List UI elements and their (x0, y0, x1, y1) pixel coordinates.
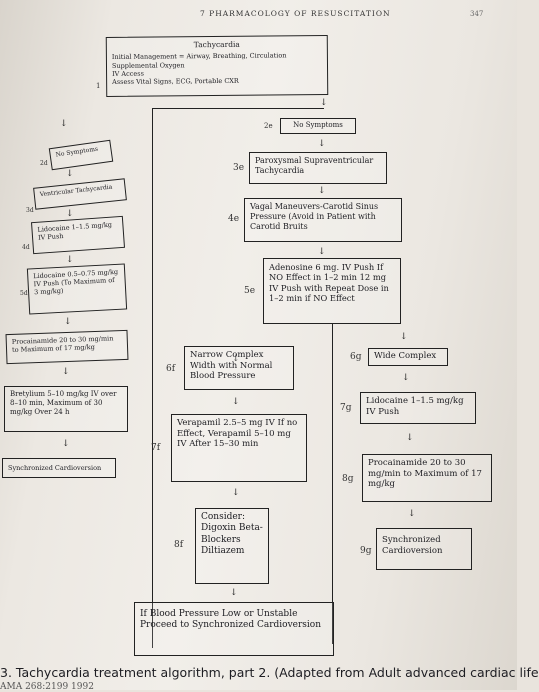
psvt-box: Paroxysmal Supraventricular Tachycardia (249, 152, 387, 184)
procainamide-right-text: Procainamide 20 to 30 mg/min to Maximum … (368, 458, 482, 490)
step-5d-label: 5d (20, 290, 28, 297)
step-1-label: 1 (96, 82, 101, 90)
lidocaine-right-text: Lidocaine 1–1.5 mg/kg IV Push (366, 396, 464, 417)
tachycardia-initial-box: Tachycardia Initial Management = Airway,… (105, 35, 329, 97)
arrow-down-icon: ↓ (318, 139, 326, 149)
step-7g-label: 7g (340, 403, 352, 413)
consider-text: Consider: Digoxin Beta-Blockers Diltiaze… (201, 512, 263, 556)
step-6f-label: 6f (166, 364, 176, 374)
adenosine-box: Adenosine 6 mg. IV Push If NO Effect in … (263, 258, 401, 324)
lidocaine-right-box: Lidocaine 1–1.5 mg/kg IV Push (360, 392, 476, 424)
arrow-down-icon: ↓ (318, 186, 326, 196)
synchronized-cardioversion-right-box: Synchronized Cardioversion (376, 528, 472, 570)
arrow-down-icon: ↓ (230, 588, 238, 598)
arrow-down-icon: ↓ (60, 119, 68, 129)
arrow-down-icon: ↓ (232, 488, 240, 498)
running-header: 7 PHARMACOLOGY OF RESUSCITATION (200, 9, 391, 18)
synchronized-cardioversion-left-box: Synchronized Cardioversion (2, 458, 116, 478)
adenosine-text: Adenosine 6 mg. IV Push If NO Effect in … (269, 262, 389, 304)
no-symptoms-right-box: No Symptoms (280, 118, 356, 134)
fg-divider (332, 324, 333, 644)
arrow-down-icon: ↓ (66, 255, 74, 265)
step-4e-label: 4e (228, 214, 240, 224)
lidocaine-left-box: Lidocaine 1–1.5 mg/kg IV Push (30, 215, 126, 255)
step-6g-label: 6g (350, 352, 362, 362)
arrow-down-icon: ↓ (62, 439, 70, 449)
unstable-bp-text: If Blood Pressure Low or Unstable Procee… (140, 609, 321, 631)
step-9g-label: 9g (360, 546, 372, 556)
step-8g-label: 8g (342, 474, 354, 484)
arrow-down-icon: ↓ (232, 397, 240, 407)
center-divider (152, 108, 153, 648)
consider-box: Consider: Digoxin Beta-Blockers Diltiaze… (195, 508, 269, 584)
top-connector (152, 108, 324, 109)
no-symptoms-right-text: No Symptoms (293, 121, 343, 129)
step-2d-label: 2d (40, 160, 48, 167)
step-8f-label: 8f (174, 540, 184, 550)
lidocaine-repeat-text: Lidocaine 0.5–0.75 mg/kg IV Push (To Max… (33, 267, 119, 297)
step-7f-label: 7f (151, 443, 161, 453)
bretylium-box: Bretylium 5–10 mg/kg IV over 8–10 min, M… (4, 386, 128, 432)
arrow-down-icon: ↓ (318, 247, 326, 257)
arrow-down-icon: ↓ (402, 373, 410, 383)
tachycardia-title: Tachycardia (193, 39, 240, 50)
arrow-down-icon: ↓ (232, 354, 240, 364)
no-symptoms-left-text: No Symptoms (55, 145, 99, 159)
arrow-down-icon: ↓ (64, 317, 72, 327)
arrow-down-icon: ↓ (66, 209, 74, 219)
synchronized-cardioversion-right-text: Synchronized Cardioversion (382, 535, 443, 556)
arrow-down-icon: ↓ (400, 332, 408, 342)
page-number: 347 (470, 10, 484, 18)
step-4d-label: 4d (22, 244, 30, 251)
arrow-down-icon: ↓ (408, 509, 416, 519)
step-5e-label: 5e (244, 286, 256, 296)
narrow-complex-text: Narrow Complex Width with Normal Blood P… (190, 350, 273, 382)
narrow-complex-box: Narrow Complex Width with Normal Blood P… (184, 346, 294, 390)
ventricular-tachycardia-text: Ventricular Tachycardia (39, 183, 113, 199)
synchronized-cardioversion-left-text: Synchronized Cardioversion (8, 464, 102, 472)
verapamil-text: Verapamil 2.5–5 mg IV If no Effect, Vera… (177, 418, 298, 450)
procainamide-left-text: Procainamide 20 to 30 mg/min to Maximum … (11, 334, 114, 355)
wide-complex-text: Wide Complex (374, 351, 437, 361)
figure-caption: 3. Tachycardia treatment algorithm, part… (0, 665, 539, 680)
unstable-bp-box: If Blood Pressure Low or Unstable Procee… (134, 602, 334, 656)
vagal-maneuvers-text: Vagal Maneuvers-Carotid Sinus Pressure (… (250, 202, 379, 231)
vagal-maneuvers-box: Vagal Maneuvers-Carotid Sinus Pressure (… (244, 198, 402, 242)
arrow-down-icon: ↓ (62, 367, 70, 377)
procainamide-right-box: Procainamide 20 to 30 mg/min to Maximum … (362, 454, 492, 502)
procainamide-left-box: Procainamide 20 to 30 mg/min to Maximum … (5, 329, 129, 365)
psvt-text: Paroxysmal Supraventricular Tachycardia (255, 156, 374, 175)
step-3e-label: 3e (233, 163, 245, 173)
arrow-down-icon: ↓ (320, 98, 328, 108)
lidocaine-left-text: Lidocaine 1–1.5 mg/kg IV Push (37, 220, 113, 242)
verapamil-box: Verapamil 2.5–5 mg IV If no Effect, Vera… (171, 414, 307, 482)
arrow-down-icon: ↓ (406, 433, 414, 443)
bretylium-text: Bretylium 5–10 mg/kg IV over 8–10 min, M… (10, 390, 117, 416)
wide-complex-box: Wide Complex (368, 348, 448, 366)
lidocaine-repeat-box: Lidocaine 0.5–0.75 mg/kg IV Push (To Max… (26, 263, 128, 315)
step-3d-label: 3d (26, 207, 34, 214)
initial-line-4: Assess Vital Signs, ECG, Portable CXR (112, 76, 239, 86)
ventricular-tachycardia-box: Ventricular Tachycardia (33, 178, 127, 210)
caption-source: AMA 268:2199 1992 (0, 682, 94, 692)
step-2e-label: 2e (264, 122, 273, 130)
arrow-down-icon: ↓ (66, 169, 74, 179)
no-symptoms-left-box: No Symptoms (48, 139, 114, 171)
